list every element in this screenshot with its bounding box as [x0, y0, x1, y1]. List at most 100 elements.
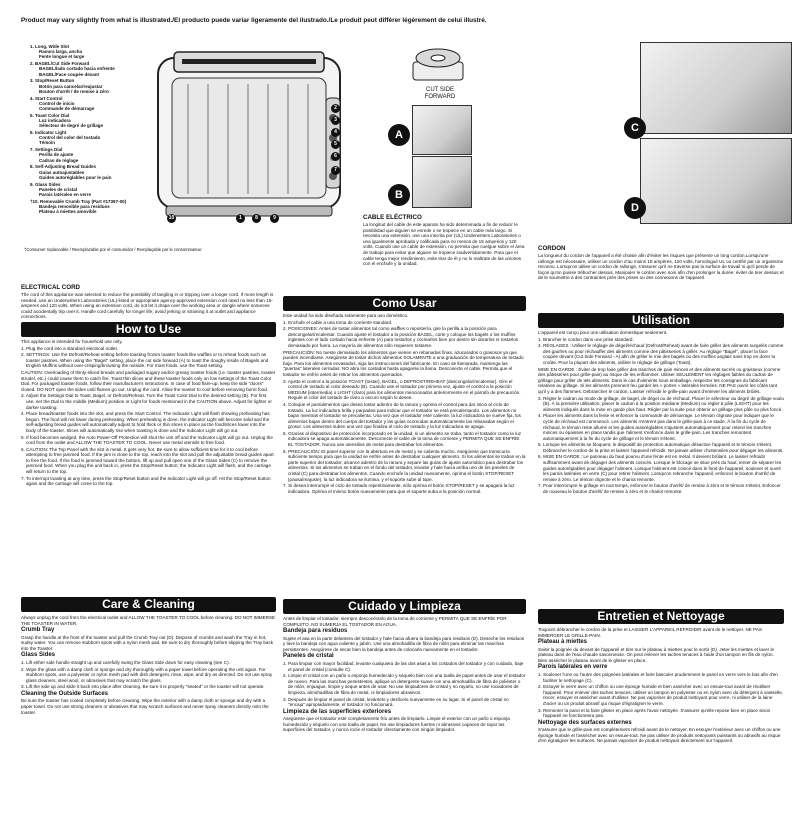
step-item: 3. Adjust the Settings Dial to Toast, Ba…	[21, 393, 272, 410]
step-item: 7. To interrupt toasting at any time, pr…	[21, 475, 271, 487]
es-crumb-title: Bandeja para residuos	[283, 628, 348, 635]
step-item: 6. CAUTION: The Top Panel with the slot …	[21, 446, 274, 475]
photo-b	[412, 156, 472, 208]
callout-4: 4	[331, 128, 340, 137]
label-a: A	[388, 124, 410, 146]
fr-cord-title: CORDON	[538, 245, 566, 252]
photo-d	[640, 138, 792, 224]
step-item: 1. Plug the cord into a standard electri…	[21, 345, 119, 351]
toaster-illustration	[157, 51, 341, 217]
step-item: 1. Lift either side handle straight up a…	[21, 659, 230, 665]
part-name-es: Luz indicadora	[39, 118, 71, 124]
en-cord-title: ELECTRICAL CORD	[21, 284, 81, 291]
en-ext-title: Cleaning the Outside Surfaces	[21, 690, 109, 697]
en-glass-steps: 1. Lift either side handle straight up a…	[21, 660, 276, 690]
step-item: 3. Régler le cadran au mode de grillage,…	[538, 395, 784, 412]
part-name-es: Perilla de ajuste	[39, 152, 74, 158]
step-item: 3. Después de limpiar el panel de crista…	[283, 696, 509, 708]
step-item: 5. Gracias al dispositivo de protección …	[283, 430, 521, 448]
es-glass-title: Paneles de cristal	[283, 653, 334, 660]
es-care-title: Cuidado y Limpieza	[283, 599, 526, 614]
es-how-title: Como Usar	[283, 296, 526, 311]
fr-how-title: Utilisation	[538, 313, 784, 328]
part-name-es: Bandeja removible para residuos	[39, 204, 110, 210]
step-item: 1. Soulever l'une ou l'autre des poignée…	[538, 671, 778, 683]
callout-7: 7	[331, 166, 340, 175]
photo-c	[640, 42, 792, 134]
fr-cord: CORDON La longueur du cordon de l'appare…	[538, 245, 784, 282]
forward-label: FORWARD	[424, 94, 456, 100]
en-care-title: Care & Cleaning	[21, 597, 276, 612]
part-number: 8.	[30, 164, 34, 170]
part-name-es: Guías autoajustables	[39, 169, 85, 175]
part-name-es: Ranura larga, ancha	[39, 49, 83, 55]
step-item: 1. Brancher le cordon dans une prise sta…	[538, 336, 634, 342]
step-item: 5. If food becomes wedged, the Auto Powe…	[21, 434, 273, 446]
step-item: 3. Remonter la paroi et la faire glisser…	[538, 707, 771, 719]
en-how-intro: This appliance is intended for household…	[21, 339, 123, 344]
es-ext-title: Limpieza de las superficies exteriores	[283, 708, 392, 715]
en-crumb-title: Crumb Tray	[21, 627, 55, 634]
en-care-intro: Always unplug the cord from the electric…	[21, 615, 276, 626]
part-name-es: Botón para cancelar/reajustar	[39, 83, 103, 89]
part-name-fr: Fente longue et large	[39, 54, 85, 60]
es-cord: CABLE ELÉCTRICO La longitud del cable de…	[283, 214, 526, 268]
fr-ext-title: Nettoyage des surfaces externes	[538, 719, 632, 726]
fr-how-steps: 1. Brancher le cordon dans une prise sta…	[538, 337, 784, 495]
en-crumb-text: Grasp the handle at the front of the toa…	[21, 634, 274, 651]
part-number: †10.	[30, 198, 39, 204]
es-how-intro: Este unidad ha sido diseñada solamente p…	[283, 313, 409, 318]
en-how-title: How to Use	[21, 322, 276, 337]
step-item: 4. Place bread/toaster foods into the sl…	[21, 411, 270, 433]
step-item: 6. MISE EN GARDE : Le panneau du haut po…	[538, 454, 782, 482]
fr-glass-title: Parois latérales en verre	[538, 664, 608, 671]
step-item: 6. PRECAUCIÓN: El panel superior con la …	[283, 448, 526, 482]
es-ext-text: Asegúrese que el tostador esté completam…	[283, 716, 510, 733]
part-name-en: Start Control	[35, 95, 63, 101]
callout-3: 3	[331, 116, 340, 125]
part-name-fr: BAGEL/Face coupée devant	[39, 71, 100, 77]
fr-how-body: L'appareil est conçu pour une utilisatio…	[538, 330, 784, 496]
en-column: ELECTRICAL CORD The cord of this applian…	[21, 284, 276, 321]
part-number: 3.	[30, 78, 34, 84]
part-name-en: Glass Sides	[35, 181, 61, 187]
callout-10: 10	[167, 214, 176, 223]
part-name-es: Control de inicio	[39, 100, 75, 106]
part-name-es: BAGEL/lado cortado hacia enfrente	[39, 66, 115, 72]
fr-crumb-title: Plateau à miettes	[538, 639, 588, 646]
step-item: 4. Coloque el pan/alimentos que desea to…	[283, 401, 521, 430]
part-name-fr: Sélecteur de degré de grillage	[39, 123, 104, 129]
page-header: Product may vary slightly from what is i…	[21, 17, 487, 24]
part-name-en: BAGEL/Cut Side Forward	[35, 61, 90, 67]
fr-care-intro: Toujours débrancher le cordon de la pris…	[538, 627, 762, 638]
step-item: PRECAUCIÓN: No tueste demasiado los alim…	[283, 349, 524, 377]
part-name-en: Long, Wide Slot	[35, 44, 69, 49]
callout-6: 6	[331, 152, 340, 161]
label-b: B	[388, 184, 410, 206]
step-item: 7. Pour interrompre le grillage en tout …	[538, 483, 781, 495]
en-how-body: This appliance is intended for household…	[21, 339, 276, 488]
callout-2: 2	[331, 104, 340, 113]
part-number: 1.	[30, 44, 34, 49]
cut-side-label: CUT SIDE	[426, 87, 454, 93]
callout-1: 1	[236, 214, 245, 223]
step-item: 4. Placer les aliments dans la fente et …	[538, 413, 774, 441]
en-cord-text: The cord of this appliance was selected …	[21, 292, 274, 320]
es-how-steps: 1. Enchufe el cable a una toma de corrie…	[283, 320, 526, 495]
fr-care-title: Entretien et Nettoyage	[538, 609, 784, 624]
step-item: 2. Wipe the glass with a damp cloth or s…	[21, 666, 273, 683]
part-name-en: Settings Dial	[35, 147, 63, 153]
part-name-fr: Plateau à miettes amovible	[39, 209, 97, 215]
part-name-en: Self-Adjusting Bread Guides	[35, 164, 97, 170]
fr-ext-text: S'assurer que le grille-pain est complèt…	[538, 727, 781, 744]
step-item: 7. Si desea interrumpir el ciclo de tost…	[283, 483, 515, 494]
en-ext-text: Be sure the toaster has cooled completel…	[21, 698, 269, 715]
step-item: 2. RÉGLAGES : Utiliser le réglage de dég…	[538, 343, 784, 365]
